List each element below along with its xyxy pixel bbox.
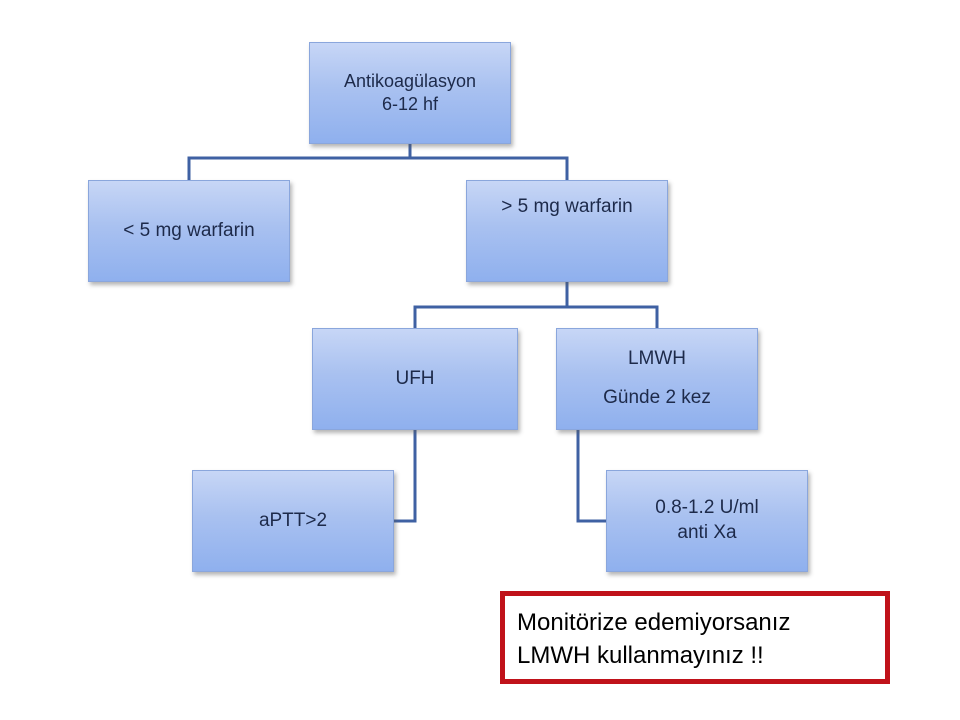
node-gt5-warfarin: > 5 mg warfarin xyxy=(466,180,668,282)
node-lmwh: LMWH Günde 2 kez xyxy=(556,328,758,430)
connector-root-children xyxy=(187,144,412,180)
node-root-line2: 6-12 hf xyxy=(381,94,439,114)
callout-line2: LMWH kullanmayınız !! xyxy=(517,642,764,670)
connector-ufh-aptt xyxy=(394,430,417,523)
node-lmwh-line2: Günde 2 kez xyxy=(603,387,711,408)
connector-gt5-children xyxy=(413,282,569,328)
node-xa-line2: anti Xa xyxy=(677,522,737,543)
node-lt5-label: < 5 mg warfarin xyxy=(123,219,255,241)
node-aptt: aPTT>2 xyxy=(192,470,394,572)
warning-callout: Monitörize edemiyorsanız LMWH kullanmayı… xyxy=(500,591,890,684)
node-ufh: UFH xyxy=(312,328,518,430)
node-gt5-label: > 5 mg warfarin xyxy=(501,196,633,217)
connector-lmwh-xa xyxy=(576,430,606,523)
callout-line1: Monitörize edemiyorsanız xyxy=(517,609,791,636)
connector-root-gt5 xyxy=(410,156,569,180)
node-lt5-warfarin: < 5 mg warfarin xyxy=(88,180,290,282)
node-ufh-label: UFH xyxy=(395,367,435,389)
node-lmwh-line1: LMWH xyxy=(627,348,687,370)
node-antikoagulasyon: Antikoagülasyon 6-12 hf xyxy=(309,42,511,144)
node-xa-line1: 0.8-1.2 U/ml xyxy=(655,497,759,519)
connector-gt5-lmwh xyxy=(567,305,659,328)
node-anti-xa: 0.8-1.2 U/ml anti Xa xyxy=(606,470,808,572)
node-root-line1: Antikoagülasyon xyxy=(343,70,477,91)
node-aptt-label: aPTT>2 xyxy=(258,509,328,531)
